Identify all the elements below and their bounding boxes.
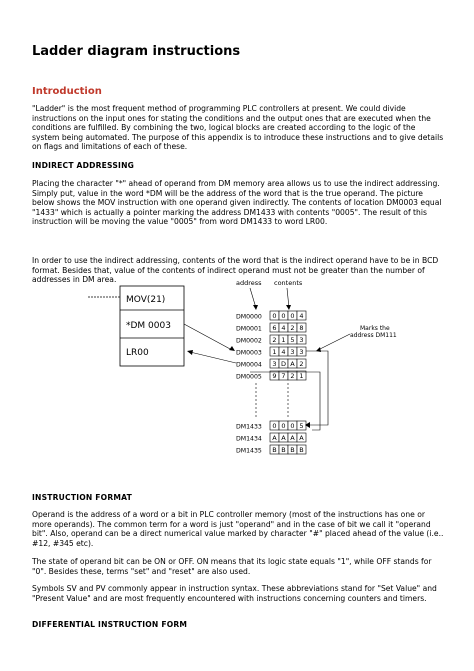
- memory-digit: 3: [272, 360, 276, 368]
- memory-digit: 4: [281, 348, 285, 356]
- memory-address: DM1434: [236, 436, 262, 443]
- memory-digit: 1: [281, 336, 285, 344]
- memory-address: DM0000: [236, 314, 262, 321]
- memory-address: DM1433: [236, 424, 262, 431]
- section-heading-indirect-addressing: INDIRECT ADDRESSING: [32, 161, 135, 170]
- memory-cell: [296, 334, 307, 345]
- memory-cell: [296, 322, 307, 333]
- memory-digit: 4: [281, 324, 285, 332]
- memory-address: DM0005: [236, 374, 262, 381]
- indirect-addressing-diagram: MOV(21) *DM 0003 LR00 address contents M…: [88, 279, 397, 455]
- memory-digit: 0: [281, 312, 285, 320]
- memory-digit: B: [290, 446, 294, 454]
- memory-digit: 3: [290, 348, 294, 356]
- memory-digit: 8: [299, 324, 303, 332]
- memory-digit: 0: [272, 312, 276, 320]
- memory-digit: 1: [272, 348, 276, 356]
- memory-digit: 1: [299, 372, 303, 380]
- memory-address: DM0004: [236, 362, 262, 369]
- memory-address: DM0002: [236, 338, 262, 345]
- memory-cell: [296, 444, 307, 455]
- memory-digit: 0: [281, 422, 285, 430]
- memory-digit: 2: [290, 324, 294, 332]
- address-label: address: [236, 279, 262, 287]
- memory-digit: B: [272, 446, 276, 454]
- memory-digit: A: [290, 360, 295, 368]
- memory-address: DM0003: [236, 350, 262, 357]
- page-title: Ladder diagram instructions: [32, 44, 241, 59]
- memory-digit: A: [281, 434, 286, 442]
- format-paragraph-3: Symbols SV and PV commonly appear in ins…: [32, 584, 437, 603]
- memory-digit: 9: [272, 372, 276, 380]
- memory-digit: A: [299, 434, 304, 442]
- marks-label-1: Marks the: [360, 325, 390, 332]
- indirect-paragraph-2: In order to use the indirect addressing,…: [32, 256, 439, 285]
- operand-2-label: LR00: [126, 348, 149, 358]
- mov-label: MOV(21): [126, 295, 165, 305]
- memory-digit: 3: [299, 336, 303, 344]
- memory-digit: 4: [299, 312, 303, 320]
- memory-digit: 6: [272, 324, 276, 332]
- memory-digit: 2: [299, 360, 303, 368]
- memory-cell: [296, 432, 307, 443]
- memory-digit: A: [272, 434, 277, 442]
- memory-digit: B: [281, 446, 285, 454]
- memory-address: DM0001: [236, 326, 262, 333]
- marks-label-2: address DM111: [350, 332, 397, 339]
- operand-1-label: *DM 0003: [126, 321, 171, 331]
- memory-cell: [296, 346, 307, 357]
- memory-digit: 5: [299, 422, 303, 430]
- section-heading-instruction-format: INSTRUCTION FORMAT: [32, 493, 132, 502]
- memory-digit: 2: [272, 336, 276, 344]
- memory-digit: 7: [281, 372, 285, 380]
- memory-cell: [296, 370, 307, 381]
- memory-digit: 0: [272, 422, 276, 430]
- contents-label: contents: [274, 279, 303, 287]
- memory-digit: A: [290, 434, 295, 442]
- mov-instruction-box: [119, 285, 185, 367]
- memory-digit: 3: [299, 348, 303, 356]
- memory-digit: 5: [290, 336, 294, 344]
- memory-address: DM1435: [236, 448, 262, 455]
- memory-digit: 2: [290, 372, 294, 380]
- section-heading-introduction: Introduction: [32, 86, 102, 97]
- format-paragraph-2: The state of operand bit can be ON or OF…: [32, 557, 432, 576]
- memory-digit: 0: [290, 312, 294, 320]
- section-heading-differential-form: DIFFERENTIAL INSTRUCTION FORM: [32, 620, 188, 629]
- memory-digit: D: [281, 360, 286, 368]
- format-paragraph-1: Operand is the address of a word or a bi…: [32, 510, 444, 548]
- memory-digit: 0: [290, 422, 294, 430]
- memory-digit: B: [299, 446, 303, 454]
- indirect-paragraph-1: Placing the character "*" ahead of opera…: [32, 179, 442, 227]
- memory-cell: [296, 358, 307, 369]
- memory-cell: [296, 310, 307, 321]
- intro-paragraph: "Ladder" is the most frequent method of …: [32, 104, 444, 152]
